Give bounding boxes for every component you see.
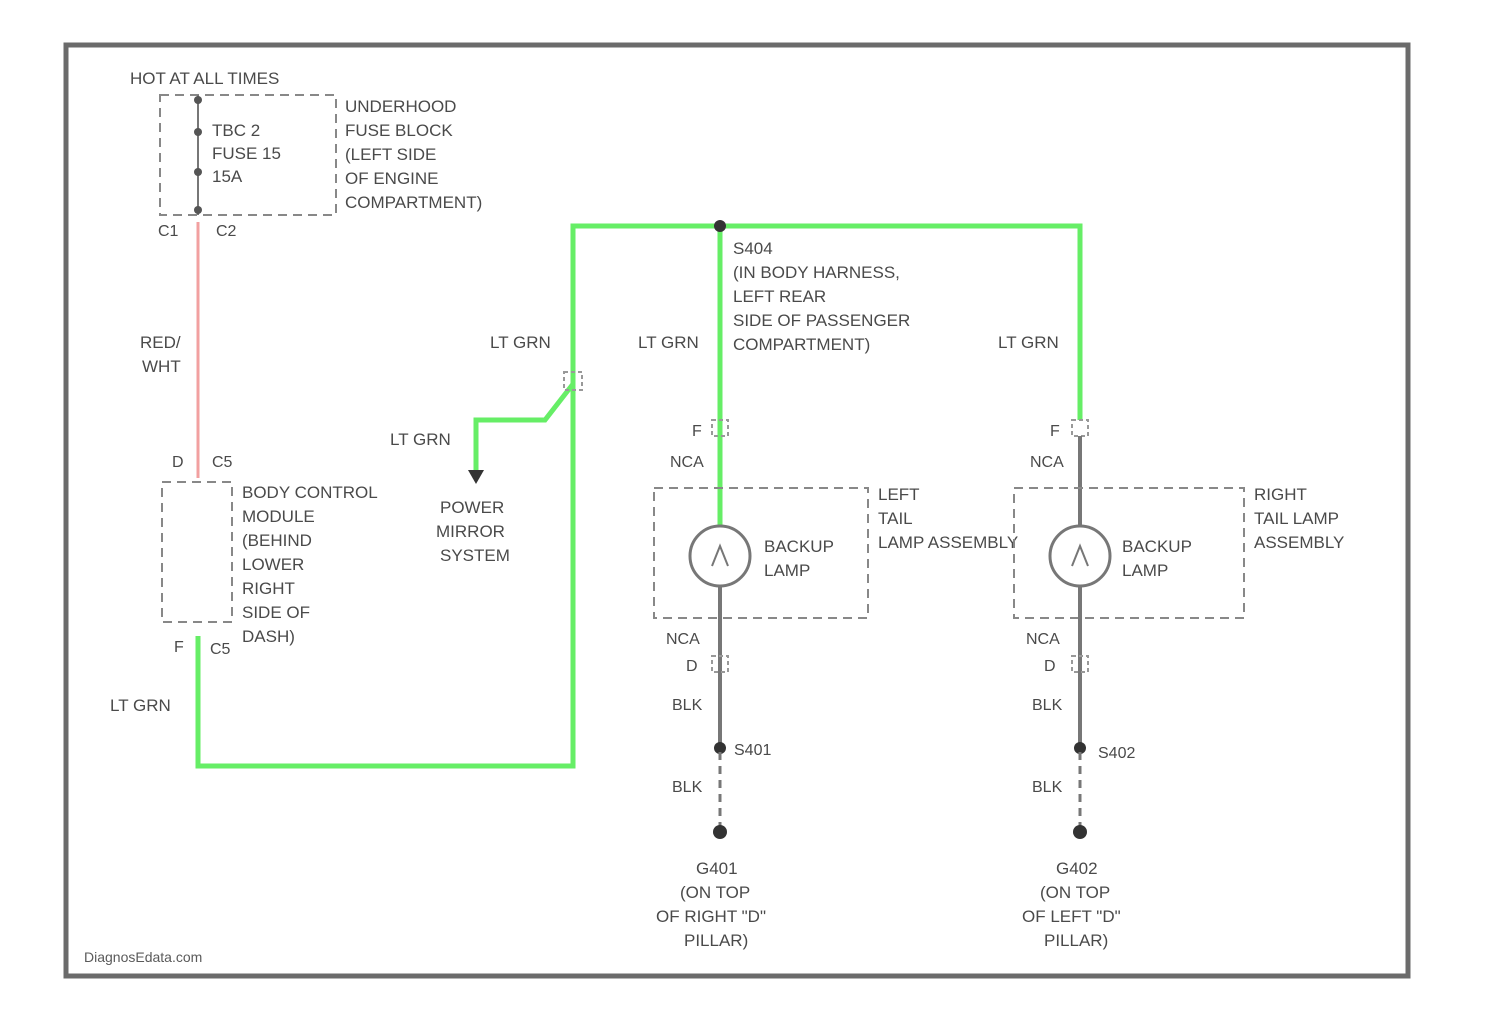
- splice-s404-dot: [714, 220, 726, 232]
- left-nca-bottom: NCA: [666, 631, 700, 648]
- left-backup-lamp-bulb: [690, 526, 750, 586]
- bcm-label-4: LOWER: [242, 555, 304, 574]
- splice-s402-label: S402: [1098, 745, 1135, 762]
- fuse-terminal: [194, 206, 202, 214]
- splice-s401-label: S401: [734, 742, 771, 759]
- bcm-box: [162, 482, 232, 622]
- bcm-label-2: MODULE: [242, 507, 315, 526]
- right-blk-2: BLK: [1032, 779, 1063, 796]
- bcm-label-7: DASH): [242, 627, 295, 646]
- power-mirror-label-2: MIRROR: [436, 522, 505, 541]
- splice-label-4: SIDE OF PASSENGER: [733, 311, 910, 330]
- g402-label-3: OF LEFT "D": [1022, 907, 1121, 926]
- right-tail-label-1: RIGHT: [1254, 485, 1307, 504]
- left-backup-lamp-label-2: LAMP: [764, 561, 810, 580]
- fuse-block-label-2: FUSE BLOCK: [345, 121, 453, 140]
- fuse-label-3: 15A: [212, 167, 243, 186]
- left-pin-d: D: [686, 658, 698, 675]
- right-backup-lamp-label-1: BACKUP: [1122, 537, 1192, 556]
- splice-label-5: COMPARTMENT): [733, 335, 870, 354]
- fuse-block-label-1: UNDERHOOD: [345, 97, 456, 116]
- connector-mark: [1072, 420, 1088, 436]
- right-blk-1: BLK: [1032, 697, 1063, 714]
- bcm-label-5: RIGHT: [242, 579, 295, 598]
- left-pin-f: F: [692, 423, 702, 440]
- right-nca-top: NCA: [1030, 454, 1064, 471]
- g401-label-3: OF RIGHT "D": [656, 907, 766, 926]
- bcm-c5-top: C5: [212, 454, 233, 471]
- left-tail-label-3: LAMP ASSEMBLY: [878, 533, 1018, 552]
- fuse-block-label-5: COMPARTMENT): [345, 193, 482, 212]
- fuse-label-2: FUSE 15: [212, 144, 281, 163]
- splice-label-3: LEFT REAR: [733, 287, 826, 306]
- watermark: DiagnosEdata.com: [84, 949, 202, 965]
- lt-grn-label-mirror: LT GRN: [390, 430, 451, 449]
- right-pin-d: D: [1044, 658, 1056, 675]
- red-wht-label-1: RED/: [140, 333, 181, 352]
- right-backup-lamp-label-2: LAMP: [1122, 561, 1168, 580]
- splice-label-2: (IN BODY HARNESS,: [733, 263, 900, 282]
- hot-at-all-times-label: HOT AT ALL TIMES: [130, 69, 279, 88]
- fuse-block-label-3: (LEFT SIDE: [345, 145, 436, 164]
- power-mirror-label-3: SYSTEM: [440, 546, 510, 565]
- left-backup-lamp-label-1: BACKUP: [764, 537, 834, 556]
- right-nca-bottom: NCA: [1026, 631, 1060, 648]
- right-tail-label-3: ASSEMBLY: [1254, 533, 1344, 552]
- right-tail-label-2: TAIL LAMP: [1254, 509, 1339, 528]
- power-mirror-label-1: POWER: [440, 498, 504, 517]
- bcm-label-6: SIDE OF: [242, 603, 310, 622]
- fuse-block-label-4: OF ENGINE: [345, 169, 439, 188]
- right-backup-lamp-bulb: [1050, 526, 1110, 586]
- g402-label-2: (ON TOP: [1040, 883, 1110, 902]
- red-wht-label-2: WHT: [142, 357, 181, 376]
- bcm-pin-f: F: [174, 639, 184, 656]
- lt-grn-wire-mirror: [476, 384, 573, 472]
- left-nca-top: NCA: [670, 454, 704, 471]
- bcm-pin-d: D: [172, 454, 184, 471]
- ground-g401-dot: [713, 825, 727, 839]
- power-mirror-arrow: [468, 470, 484, 484]
- bcm-c5-bottom: C5: [210, 641, 231, 658]
- connector-c1-label: C1: [158, 223, 179, 240]
- ground-g402-dot: [1073, 825, 1087, 839]
- right-pin-f: F: [1050, 423, 1060, 440]
- left-blk-1: BLK: [672, 697, 703, 714]
- g401-label-1: G401: [696, 859, 738, 878]
- connector-c2-label: C2: [216, 223, 237, 240]
- lt-grn-label-right: LT GRN: [998, 333, 1059, 352]
- g402-label-1: G402: [1056, 859, 1098, 878]
- lt-grn-label-bcm: LT GRN: [110, 696, 171, 715]
- left-blk-2: BLK: [672, 779, 703, 796]
- fuse-terminal: [194, 96, 202, 104]
- left-tail-label-1: LEFT: [878, 485, 920, 504]
- lt-grn-label-center: LT GRN: [490, 333, 551, 352]
- bcm-label-3: (BEHIND: [242, 531, 312, 550]
- g402-label-4: PILLAR): [1044, 931, 1108, 950]
- left-tail-lamp-box: [654, 488, 868, 618]
- g401-label-2: (ON TOP: [680, 883, 750, 902]
- fuse-terminal: [194, 168, 202, 176]
- fuse-terminal: [194, 128, 202, 136]
- splice-label-1: S404: [733, 239, 773, 258]
- lt-grn-label-left: LT GRN: [638, 333, 699, 352]
- left-tail-label-2: TAIL: [878, 509, 913, 528]
- fuse-label-1: TBC 2: [212, 121, 260, 140]
- bcm-label-1: BODY CONTROL: [242, 483, 378, 502]
- g401-label-4: PILLAR): [684, 931, 748, 950]
